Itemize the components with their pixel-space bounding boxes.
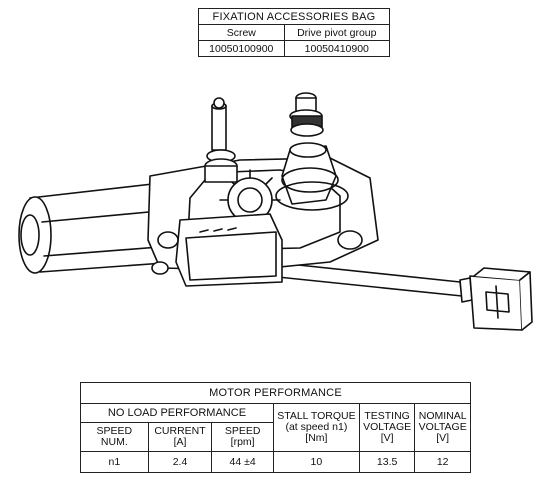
value-stall-torque: 10	[272, 451, 360, 473]
stall-torque-line-3: [Nm]	[305, 432, 328, 444]
current-line-2: [A]	[173, 436, 187, 448]
speed-header: SPEED [rpm]	[211, 422, 274, 452]
nominal-voltage-line-3: [V]	[436, 432, 450, 444]
stall-torque-line-1: STALL TORQUE	[277, 410, 356, 422]
cable	[267, 261, 463, 297]
speed-num-header: SPEED NUM.	[80, 422, 149, 452]
speed-line-1: SPEED	[224, 425, 261, 437]
testing-voltage-line-3: [V]	[380, 432, 394, 444]
drive-pivot	[275, 92, 349, 211]
nominal-voltage-header: NOMINAL VOLTAGE [V]	[414, 403, 471, 452]
value-current: 2.4	[147, 451, 213, 473]
no-load-group-header: NO LOAD PERFORMANCE	[80, 403, 274, 423]
performance-title: MOTOR PERFORMANCE	[80, 382, 471, 404]
speed-num-line-2: NUM.	[100, 436, 128, 448]
testing-voltage-header: TESTING VOLTAGE [V]	[358, 403, 416, 452]
motor-performance-table: MOTOR PERFORMANCE NO LOAD PERFORMANCE ST…	[80, 382, 471, 473]
current-line-1: CURRENT	[154, 425, 206, 437]
value-testing-voltage: 13.5	[358, 451, 416, 473]
accessories-code-drive-pivot: 10050410900	[283, 40, 391, 57]
stall-torque-header: STALL TORQUE (at speed n1) [Nm]	[272, 403, 360, 452]
value-speed: 44 ±4	[211, 451, 274, 473]
nominal-voltage-line-1: NOMINAL	[418, 410, 467, 422]
nominal-voltage-line-2: VOLTAGE	[418, 421, 467, 433]
speed-num-line-1: SPEED	[96, 425, 133, 437]
stall-torque-line-2: (at speed n1)	[285, 421, 348, 433]
screw	[204, 97, 238, 183]
testing-voltage-line-2: VOLTAGE	[363, 421, 412, 433]
accessories-table: FIXATION ACCESSORIES BAG Screw Drive piv…	[198, 8, 391, 57]
connector	[459, 267, 533, 331]
testing-voltage-line-1: TESTING	[364, 410, 410, 422]
value-nominal-voltage: 12	[414, 451, 471, 473]
wiper-motor-drawing	[18, 92, 533, 331]
current-header: CURRENT [A]	[147, 422, 213, 452]
gearbox-body	[147, 157, 379, 287]
motor-housing	[18, 181, 179, 274]
value-speed-num: n1	[80, 451, 149, 473]
speed-line-2: [rpm]	[230, 436, 255, 448]
accessories-code-screw: 10050100900	[198, 40, 285, 57]
